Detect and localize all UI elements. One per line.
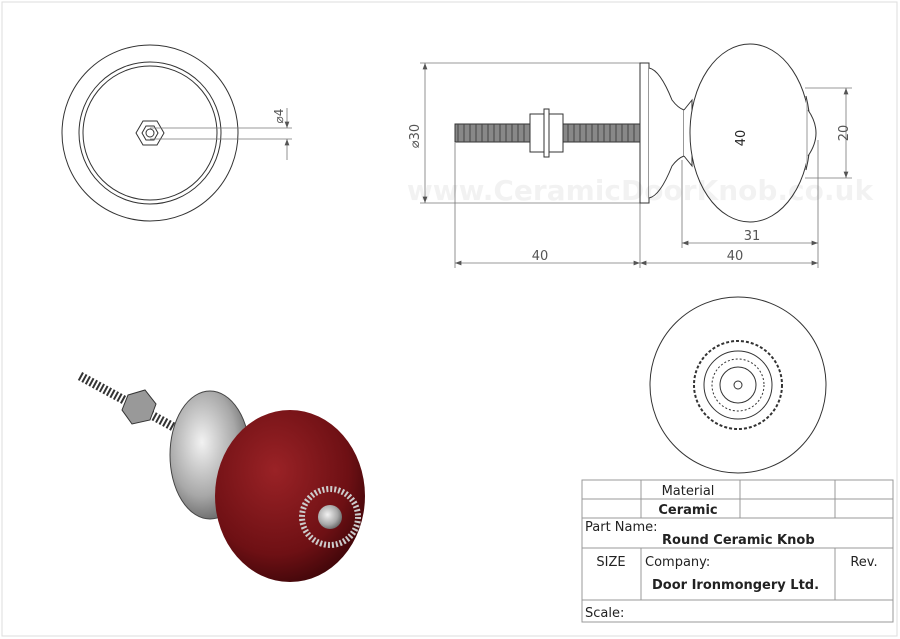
knob-3d-render: [77, 372, 365, 582]
back-view: [649, 296, 827, 474]
size-label: SIZE: [596, 555, 625, 570]
dim-button-diameter: 20: [837, 125, 852, 142]
bolt-3d: [77, 372, 193, 440]
company-label: Company:: [645, 555, 710, 570]
dim-bolt-length: 40: [532, 249, 549, 264]
nut: [529, 113, 545, 153]
dim-overall-length: 40: [727, 249, 744, 264]
svg-text:⌀4: ⌀4: [272, 109, 286, 124]
scale-label: Scale:: [585, 606, 624, 621]
front-view: [61, 44, 292, 222]
side-view: [420, 43, 852, 268]
ceramic-knob-3d: [215, 410, 365, 582]
hex-nut-icon: [135, 120, 165, 146]
watermark: www.CeramicDoorKnob.co.uk: [407, 174, 875, 207]
knob-button: [807, 109, 817, 157]
part-name-value: Round Ceramic Knob: [662, 533, 815, 548]
nut: [548, 113, 564, 153]
dim-knob-depth: 31: [744, 229, 761, 244]
diameter-symbol: ⌀: [272, 116, 286, 123]
rosette-3d: [299, 486, 361, 548]
button-3d: [318, 505, 342, 529]
washer: [543, 108, 550, 158]
svg-text:⌀30: ⌀30: [408, 124, 423, 148]
dim-knob-height: 40: [734, 130, 749, 147]
rev-label: Rev.: [850, 555, 877, 570]
title-block-grid: [581, 479, 894, 623]
material-label: Material: [662, 484, 715, 499]
rosette: [693, 340, 783, 430]
company-value: Door Ironmongery Ltd.: [652, 578, 819, 593]
diameter-symbol: ⌀: [408, 140, 423, 148]
material-value: Ceramic: [658, 503, 717, 518]
part-name-label: Part Name:: [585, 520, 658, 535]
dim-hole-diameter: 4: [272, 109, 286, 117]
dim-rose-diameter: 30: [408, 124, 423, 141]
nut-3d: [121, 389, 157, 425]
